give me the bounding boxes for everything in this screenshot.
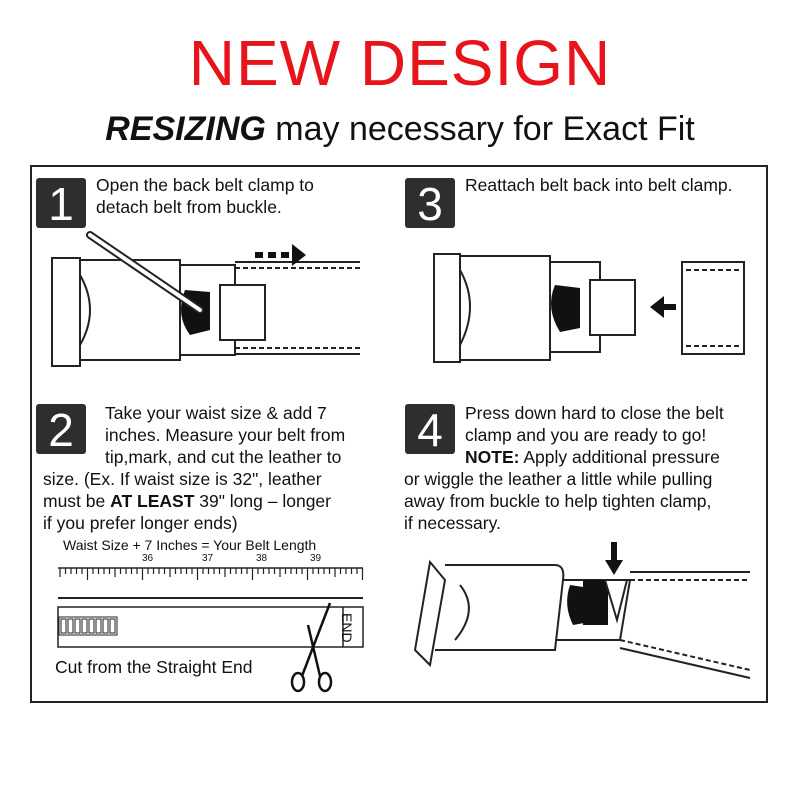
step-2-line: Take your waist size & add 7 [105, 403, 327, 423]
step-4-line: Press down hard to close the belt [465, 403, 724, 423]
step-1-badge: 1 [36, 178, 86, 230]
text: 39" long – longer [194, 491, 331, 511]
subtitle: RESIZING may necessary for Exact Fit [0, 108, 800, 150]
step-4-text-bottom: or wiggle the leather a little while pul… [404, 468, 712, 534]
belt-hole [67, 618, 74, 634]
text: Apply additional pressure [519, 447, 720, 467]
scissors-icon [290, 602, 333, 693]
ruler-label: 37 [202, 553, 214, 564]
text: must be [43, 491, 111, 511]
step-4-line: clamp and you are ready to go! [465, 425, 707, 445]
step-4-line: NOTE: Apply additional pressure [465, 446, 724, 468]
belt-hole [109, 618, 116, 634]
emphasis: AT LEAST [110, 491, 195, 511]
step-1-buckle-illustration [51, 231, 360, 367]
step-2-badge: 2 [36, 404, 86, 456]
subtitle-emphasis: RESIZING [105, 110, 266, 148]
belt-hole [60, 618, 67, 634]
belt-hole [88, 618, 95, 634]
step-2-line: inches. Measure your belt from [105, 425, 346, 445]
step-4-line: away from buckle to help tighten clamp, [404, 491, 712, 511]
step-3-badge: 3 [405, 178, 455, 230]
instructions-frame [30, 165, 768, 703]
step-2-line: must be AT LEAST 39" long – longer [43, 490, 331, 512]
step-4-line: if necessary. [404, 513, 501, 533]
step-4-buckle-illustration [413, 542, 751, 679]
ruler-label: 39 [310, 553, 322, 564]
step-2-line: tip,mark, and cut the leather to [105, 447, 342, 467]
step-4-badge: 4 [405, 404, 455, 456]
note-label: NOTE: [465, 447, 520, 467]
step-3-text: Reattach belt back into belt clamp. [465, 175, 733, 195]
belt-hole [102, 618, 109, 634]
subtitle-text: may necessary for Exact Fit [265, 110, 695, 148]
step-1-line: Open the back belt clamp to [96, 175, 314, 195]
ruler-caption: Waist Size + 7 Inches = Your Belt Length [63, 537, 317, 553]
end-label: END [339, 613, 355, 643]
step-1-text: Open the back belt clamp to detach belt … [96, 174, 314, 218]
page-title: NEW DESIGN [188, 27, 612, 99]
belt-hole [81, 618, 88, 634]
belt-hole [74, 618, 81, 634]
step-2-line: size. (Ex. If waist size is 32", leather [43, 469, 322, 489]
belt-hole [95, 618, 102, 634]
step-2-line: if you prefer longer ends) [43, 513, 238, 533]
cut-caption: Cut from the Straight End [55, 657, 253, 677]
step-4-line: or wiggle the leather a little while pul… [404, 469, 713, 489]
step-4-text-top: Press down hard to close the belt clamp … [465, 402, 724, 468]
step-2-text-top: Take your waist size & add 7 inches. Mea… [105, 402, 345, 468]
ruler-label: 36 [142, 553, 154, 564]
step-3-buckle-illustration [433, 253, 745, 363]
step-1-line: detach belt from buckle. [96, 197, 282, 217]
step-2-text-bottom: size. (Ex. If waist size is 32", leather… [43, 468, 331, 534]
ruler-label: 38 [256, 553, 268, 564]
